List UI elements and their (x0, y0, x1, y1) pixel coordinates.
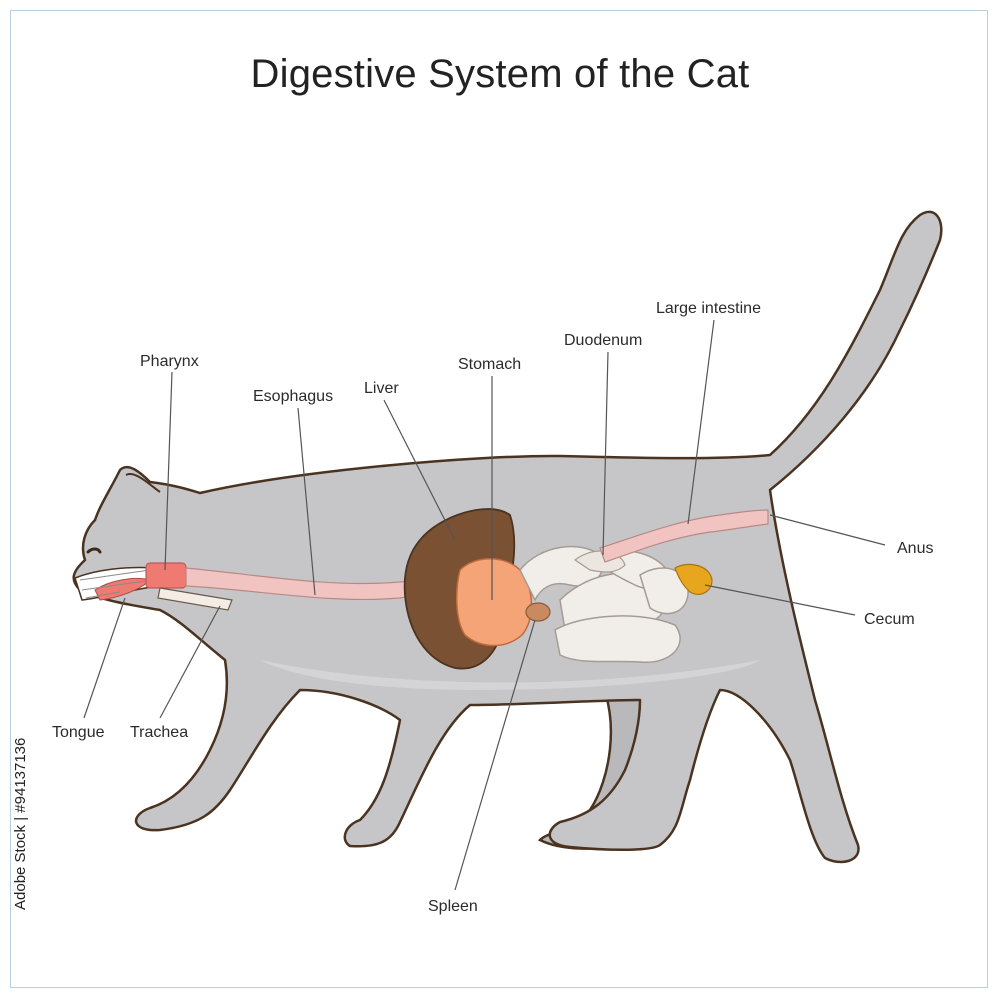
teeth-lines (79, 569, 153, 599)
stomach-label: Stomach (458, 356, 521, 373)
duodenum-leader (602, 351, 609, 556)
pharynx-leader (164, 371, 173, 571)
large-intestine-leader (687, 319, 715, 525)
tongue-leader (83, 597, 126, 719)
cat-ear-inner (125, 473, 161, 493)
cecum-leader (704, 584, 856, 616)
spleen-organ (525, 602, 551, 622)
leader-lines (83, 319, 886, 891)
large-intestine-label: Large intestine (656, 300, 761, 317)
esophagus-leader (297, 407, 316, 596)
pharynx-organ (145, 562, 187, 589)
esophagus-label: Esophagus (253, 388, 333, 405)
anus-leader (769, 514, 886, 546)
cecum-organ (674, 563, 713, 595)
stomach-organ (455, 558, 533, 647)
cat-belly-shade (260, 660, 760, 690)
diagram-title: Digestive System of the Cat (250, 52, 750, 96)
spleen-leader (454, 619, 536, 891)
pharynx-label: Pharynx (140, 353, 199, 370)
labels: Pharynx Esophagus Liver Stomach Duodenum… (52, 300, 933, 915)
liver-leader (383, 399, 456, 541)
small-intestine (519, 545, 689, 663)
liver-label: Liver (364, 380, 399, 397)
trachea-leader (159, 605, 221, 719)
duodenum-label: Duodenum (564, 332, 642, 349)
trachea-label: Trachea (130, 724, 188, 741)
cat-eye (86, 547, 102, 554)
tongue-label: Tongue (52, 724, 105, 741)
trachea-organ (157, 587, 233, 611)
spleen-label: Spleen (428, 898, 478, 915)
anus-label: Anus (897, 540, 933, 557)
large-intestine-organ (599, 509, 769, 563)
cecum-label: Cecum (864, 611, 915, 628)
